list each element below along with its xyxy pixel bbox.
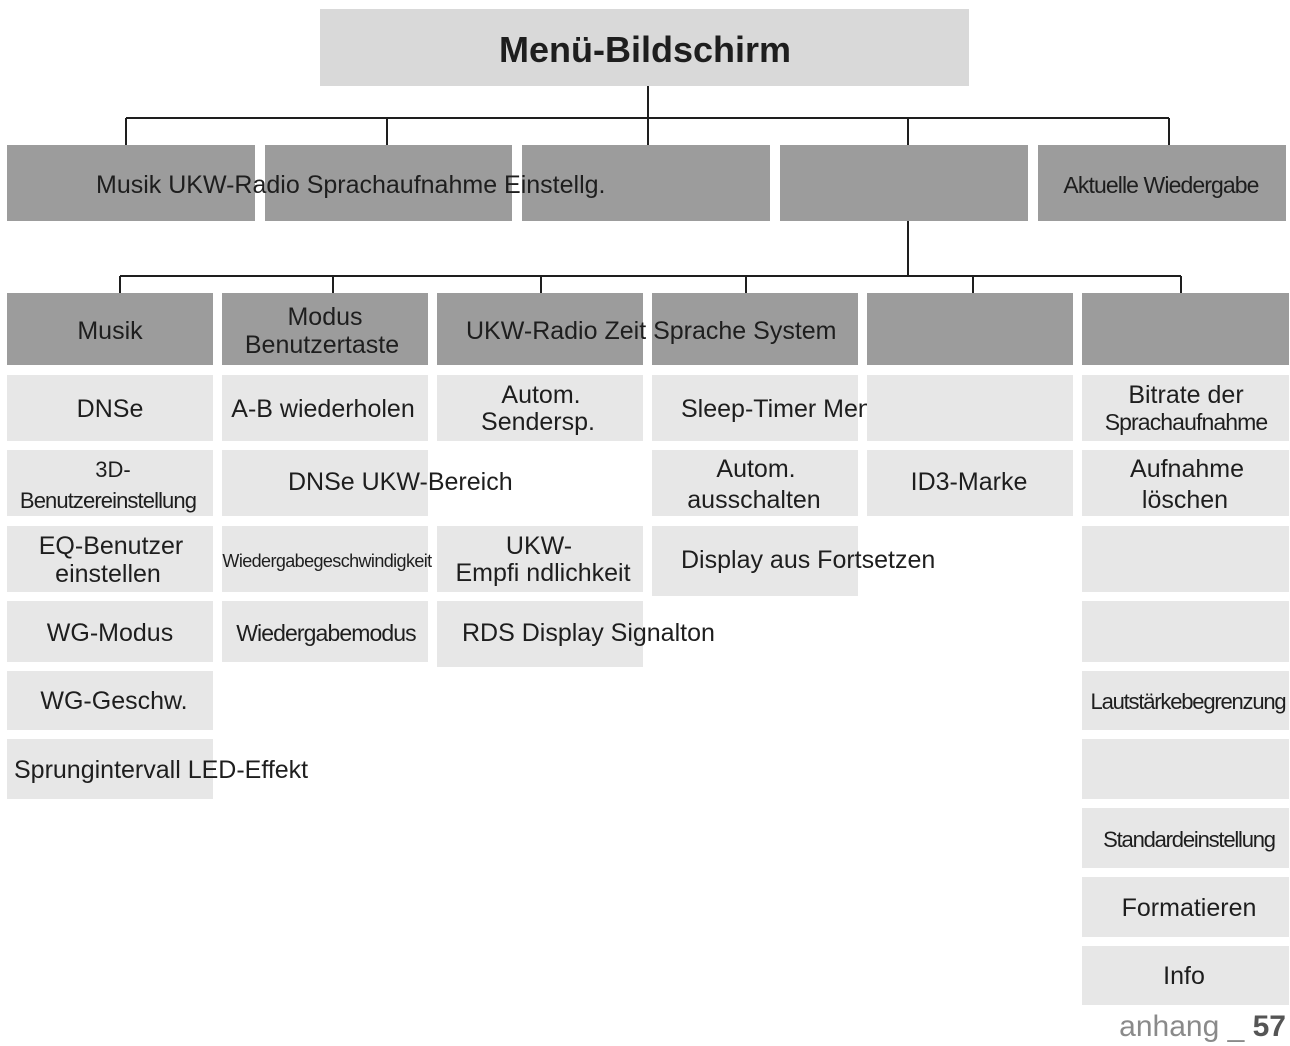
header-box-system <box>1082 293 1289 365</box>
system-item-standardeinstellung: Standardeinstellung <box>1103 827 1276 852</box>
ukw-item-rds-box <box>437 601 643 667</box>
musik-item-eq-box <box>7 526 213 592</box>
zeit-item-autom-box <box>652 450 858 516</box>
ukw-item-empf-line1: UKW- <box>505 532 573 560</box>
header-box-zeit <box>652 293 858 365</box>
system-item-display-box <box>1082 526 1289 592</box>
zeit-item-sleep-timer-menu: Sleep-Timer Menü <box>681 395 886 423</box>
zeit-item-display-aus-fortsetzen: Display aus Fortsetzen <box>681 546 936 574</box>
system-item-formatieren: Formatieren <box>1121 894 1257 922</box>
musik-item-3d-box <box>7 450 213 516</box>
title-box <box>320 9 969 86</box>
sprache-item-menu-box <box>867 375 1073 441</box>
modus-item-dnse-box <box>222 450 428 516</box>
system-item-lautstaerke-box <box>1082 671 1289 730</box>
level1-labels: Musik UKW-Radio Sprachaufnahme Einstellg… <box>96 171 606 199</box>
musik-item-wg-modus-box <box>7 601 213 662</box>
level1-box-ukw-radio <box>265 145 512 221</box>
zeit-item-display-box <box>652 526 858 596</box>
system-item-aufnahme-line2: löschen <box>1141 486 1229 514</box>
modus-item-wmodus-box <box>222 601 428 662</box>
ukw-item-empf-box <box>437 526 643 592</box>
modus-item-dnse-ukw-bereich: DNSe UKW-Bereich <box>288 468 513 496</box>
ukw-item-rds-display-signalton: RDS Display Signalton <box>462 619 715 647</box>
zeit-item-sleep-box <box>652 375 858 441</box>
system-item-bitrate-line2: Sprachaufnahme <box>1104 409 1268 435</box>
sprache-item-id3-box <box>867 450 1073 516</box>
zeit-item-autom-line2: ausschalten <box>687 486 821 514</box>
system-item-bitrate-line1: Bitrate der <box>1128 381 1244 409</box>
page-title: Menü-Bildschirm <box>498 29 792 70</box>
musik-item-sprungintervall-box <box>7 739 213 799</box>
sprache-item-id3-marke: ID3-Marke <box>910 468 1028 496</box>
header-box-modus <box>222 293 428 365</box>
header-label-modus-line1: Modus <box>287 303 363 331</box>
modus-item-wiedergabemodus: Wiedergabemodus <box>236 620 416 646</box>
header-box-sprache <box>867 293 1073 365</box>
modus-item-wiedergabegeschwindigkeit: Wiedergabegeschwindigkeit <box>222 551 432 571</box>
musik-item-dnse-box <box>7 375 213 441</box>
system-item-lautstaerkebegrenzung: Lautstärkebegrenzung <box>1090 689 1287 714</box>
system-item-bitrate-box <box>1082 375 1289 441</box>
zeit-item-autom-line1: Autom. <box>716 455 796 483</box>
ukw-item-autom-line2: Sendersp. <box>481 408 595 436</box>
page-number: 57 <box>1252 1010 1286 1043</box>
musik-item-sprungintervall-led: Sprungintervall LED-Effekt <box>14 756 309 784</box>
modus-item-ab-wiederholen: A-B wiederholen <box>231 395 415 423</box>
ukw-item-empf-line2: Empfi ndlichkeit <box>455 559 631 587</box>
header-box-ukw-radio <box>437 293 643 365</box>
system-item-info-box <box>1082 946 1289 1005</box>
musik-item-wg-geschw: WG-Geschw. <box>40 687 188 715</box>
level1-box-sprachaufnahme <box>522 145 770 221</box>
level1-box-musik <box>7 145 255 221</box>
system-item-formatieren-box <box>1082 877 1289 937</box>
musik-item-dnse: DNSe <box>76 395 144 423</box>
header-label-musik: Musik <box>77 317 143 345</box>
level1-box-aktuelle-wiedergabe <box>1038 145 1286 221</box>
musik-item-wg-geschw-box <box>7 671 213 730</box>
level1-label-aktuelle-wiedergabe: Aktuelle Wiedergabe <box>1063 172 1259 198</box>
header-label-settings: UKW-Radio Zeit Sprache System <box>466 317 837 345</box>
level1-box-einstellungen <box>780 145 1028 221</box>
system-item-led-box <box>1082 601 1289 662</box>
system-item-aufnahme-box <box>1082 450 1289 516</box>
musik-item-3d-line1: 3D- <box>95 457 131 482</box>
musik-item-3d-line2: Benutzereinstellung <box>19 488 197 513</box>
musik-item-wg-modus: WG-Modus <box>46 619 174 647</box>
header-label-modus-line2: Benutzertaste <box>244 331 400 359</box>
footer-section: anhang _ <box>1119 1010 1245 1043</box>
system-item-signalton-box <box>1082 739 1289 799</box>
modus-item-ab-box <box>222 375 428 441</box>
ukw-item-autom-line1: Autom. <box>501 381 581 409</box>
system-item-standard-box <box>1082 808 1289 868</box>
system-item-info: Info <box>1163 962 1205 990</box>
musik-item-eq-line1: EQ-Benutzer <box>38 532 184 560</box>
ukw-item-autom-box <box>437 375 643 441</box>
header-box-musik <box>7 293 213 365</box>
musik-item-eq-line2: einstellen <box>55 560 161 588</box>
page-footer: anhang _ 57 <box>1119 1010 1286 1044</box>
system-item-aufnahme-line1: Aufnahme <box>1130 455 1244 483</box>
modus-item-wgeschw-box <box>222 526 428 592</box>
